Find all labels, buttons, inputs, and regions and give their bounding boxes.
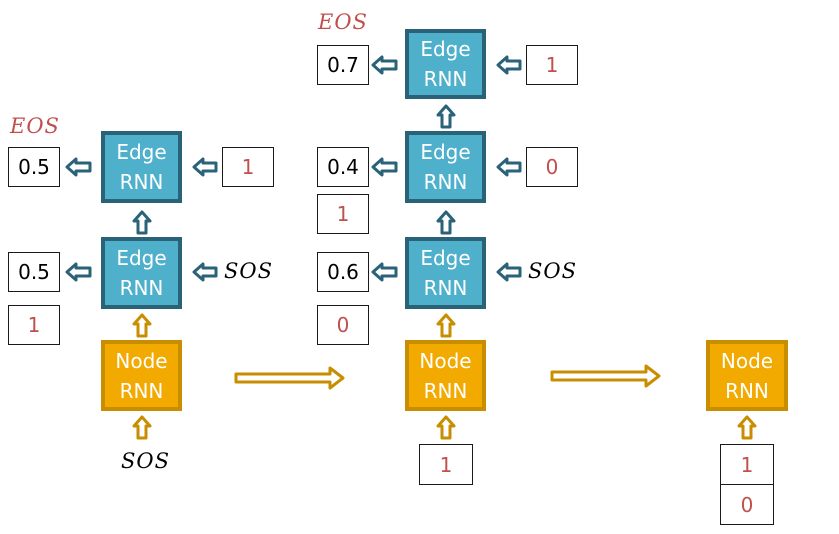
node-rnn-label: Node — [419, 348, 472, 373]
node-rnn-block: Node RNN — [706, 340, 788, 411]
node-rnn-label: RNN — [423, 378, 468, 403]
output-probability-box: 0.5 — [8, 147, 60, 187]
node-rnn-label: Node — [115, 348, 168, 373]
eos-token-label: EOS — [10, 114, 60, 138]
arrow-left-icon — [65, 157, 92, 177]
edge-rnn-label: RNN — [423, 276, 468, 300]
node-input-box: 1 — [720, 444, 774, 485]
node-rnn-block: Node RNN — [101, 340, 182, 411]
output-probability-box: 0.4 — [317, 147, 369, 187]
sampled-edge-box: 1 — [8, 305, 60, 345]
arrow-left-icon — [371, 262, 398, 282]
arrow-up-icon — [737, 415, 757, 440]
arrow-left-icon — [192, 157, 218, 177]
edge-rnn-label: Edge — [420, 246, 471, 270]
arrow-left-icon — [496, 55, 522, 75]
edge-rnn-block: Edge RNN — [405, 131, 486, 203]
edge-rnn-label: Edge — [420, 37, 471, 61]
sampled-edge-box: 0 — [317, 305, 369, 345]
edge-input-box: 1 — [222, 147, 274, 187]
arrow-up-icon — [132, 313, 152, 338]
node-rnn-block: Node RNN — [405, 340, 486, 411]
arrow-up-icon — [436, 104, 456, 129]
edge-rnn-label: RNN — [119, 170, 164, 194]
edge-rnn-label: Edge — [116, 246, 167, 270]
eos-token-label: EOS — [318, 10, 368, 34]
arrow-up-icon — [132, 210, 152, 235]
sos-token-label: SOS — [528, 259, 577, 283]
arrow-left-icon — [371, 55, 398, 75]
edge-rnn-block: Edge RNN — [101, 237, 182, 309]
node-input-box: 1 — [419, 444, 473, 485]
node-input-box: 0 — [720, 484, 774, 525]
arrow-left-icon — [371, 157, 398, 177]
arrow-left-icon — [192, 262, 218, 282]
sampled-edge-box: 1 — [317, 194, 369, 234]
sos-token-label: SOS — [224, 259, 273, 283]
edge-rnn-label: RNN — [423, 170, 468, 194]
output-probability-box: 0.7 — [317, 45, 369, 85]
edge-rnn-block: Edge RNN — [405, 29, 486, 99]
edge-input-box: 0 — [526, 147, 578, 187]
arrow-left-icon — [496, 262, 522, 282]
edge-rnn-label: Edge — [420, 140, 471, 164]
edge-rnn-block: Edge RNN — [101, 131, 182, 203]
arrow-up-icon — [436, 313, 456, 338]
arrow-up-icon — [436, 415, 456, 440]
edge-rnn-label: RNN — [423, 67, 468, 91]
edge-rnn-label: RNN — [119, 276, 164, 300]
edge-input-box: 1 — [526, 45, 578, 85]
node-rnn-label: RNN — [725, 378, 769, 403]
node-rnn-label: RNN — [119, 378, 164, 403]
edge-rnn-block: Edge RNN — [405, 237, 486, 309]
arrow-left-icon — [65, 262, 92, 282]
node-rnn-label: Node — [720, 348, 774, 373]
arrow-left-icon — [496, 157, 522, 177]
edge-rnn-label: Edge — [116, 140, 167, 164]
arrow-up-icon — [436, 210, 456, 235]
step-transition-arrow-icon — [234, 366, 345, 390]
step-transition-arrow-icon — [550, 364, 661, 388]
sos-token-label: SOS — [121, 449, 170, 473]
output-probability-box: 0.6 — [317, 252, 369, 292]
output-probability-box: 0.5 — [8, 252, 60, 292]
arrow-up-icon — [132, 415, 152, 440]
